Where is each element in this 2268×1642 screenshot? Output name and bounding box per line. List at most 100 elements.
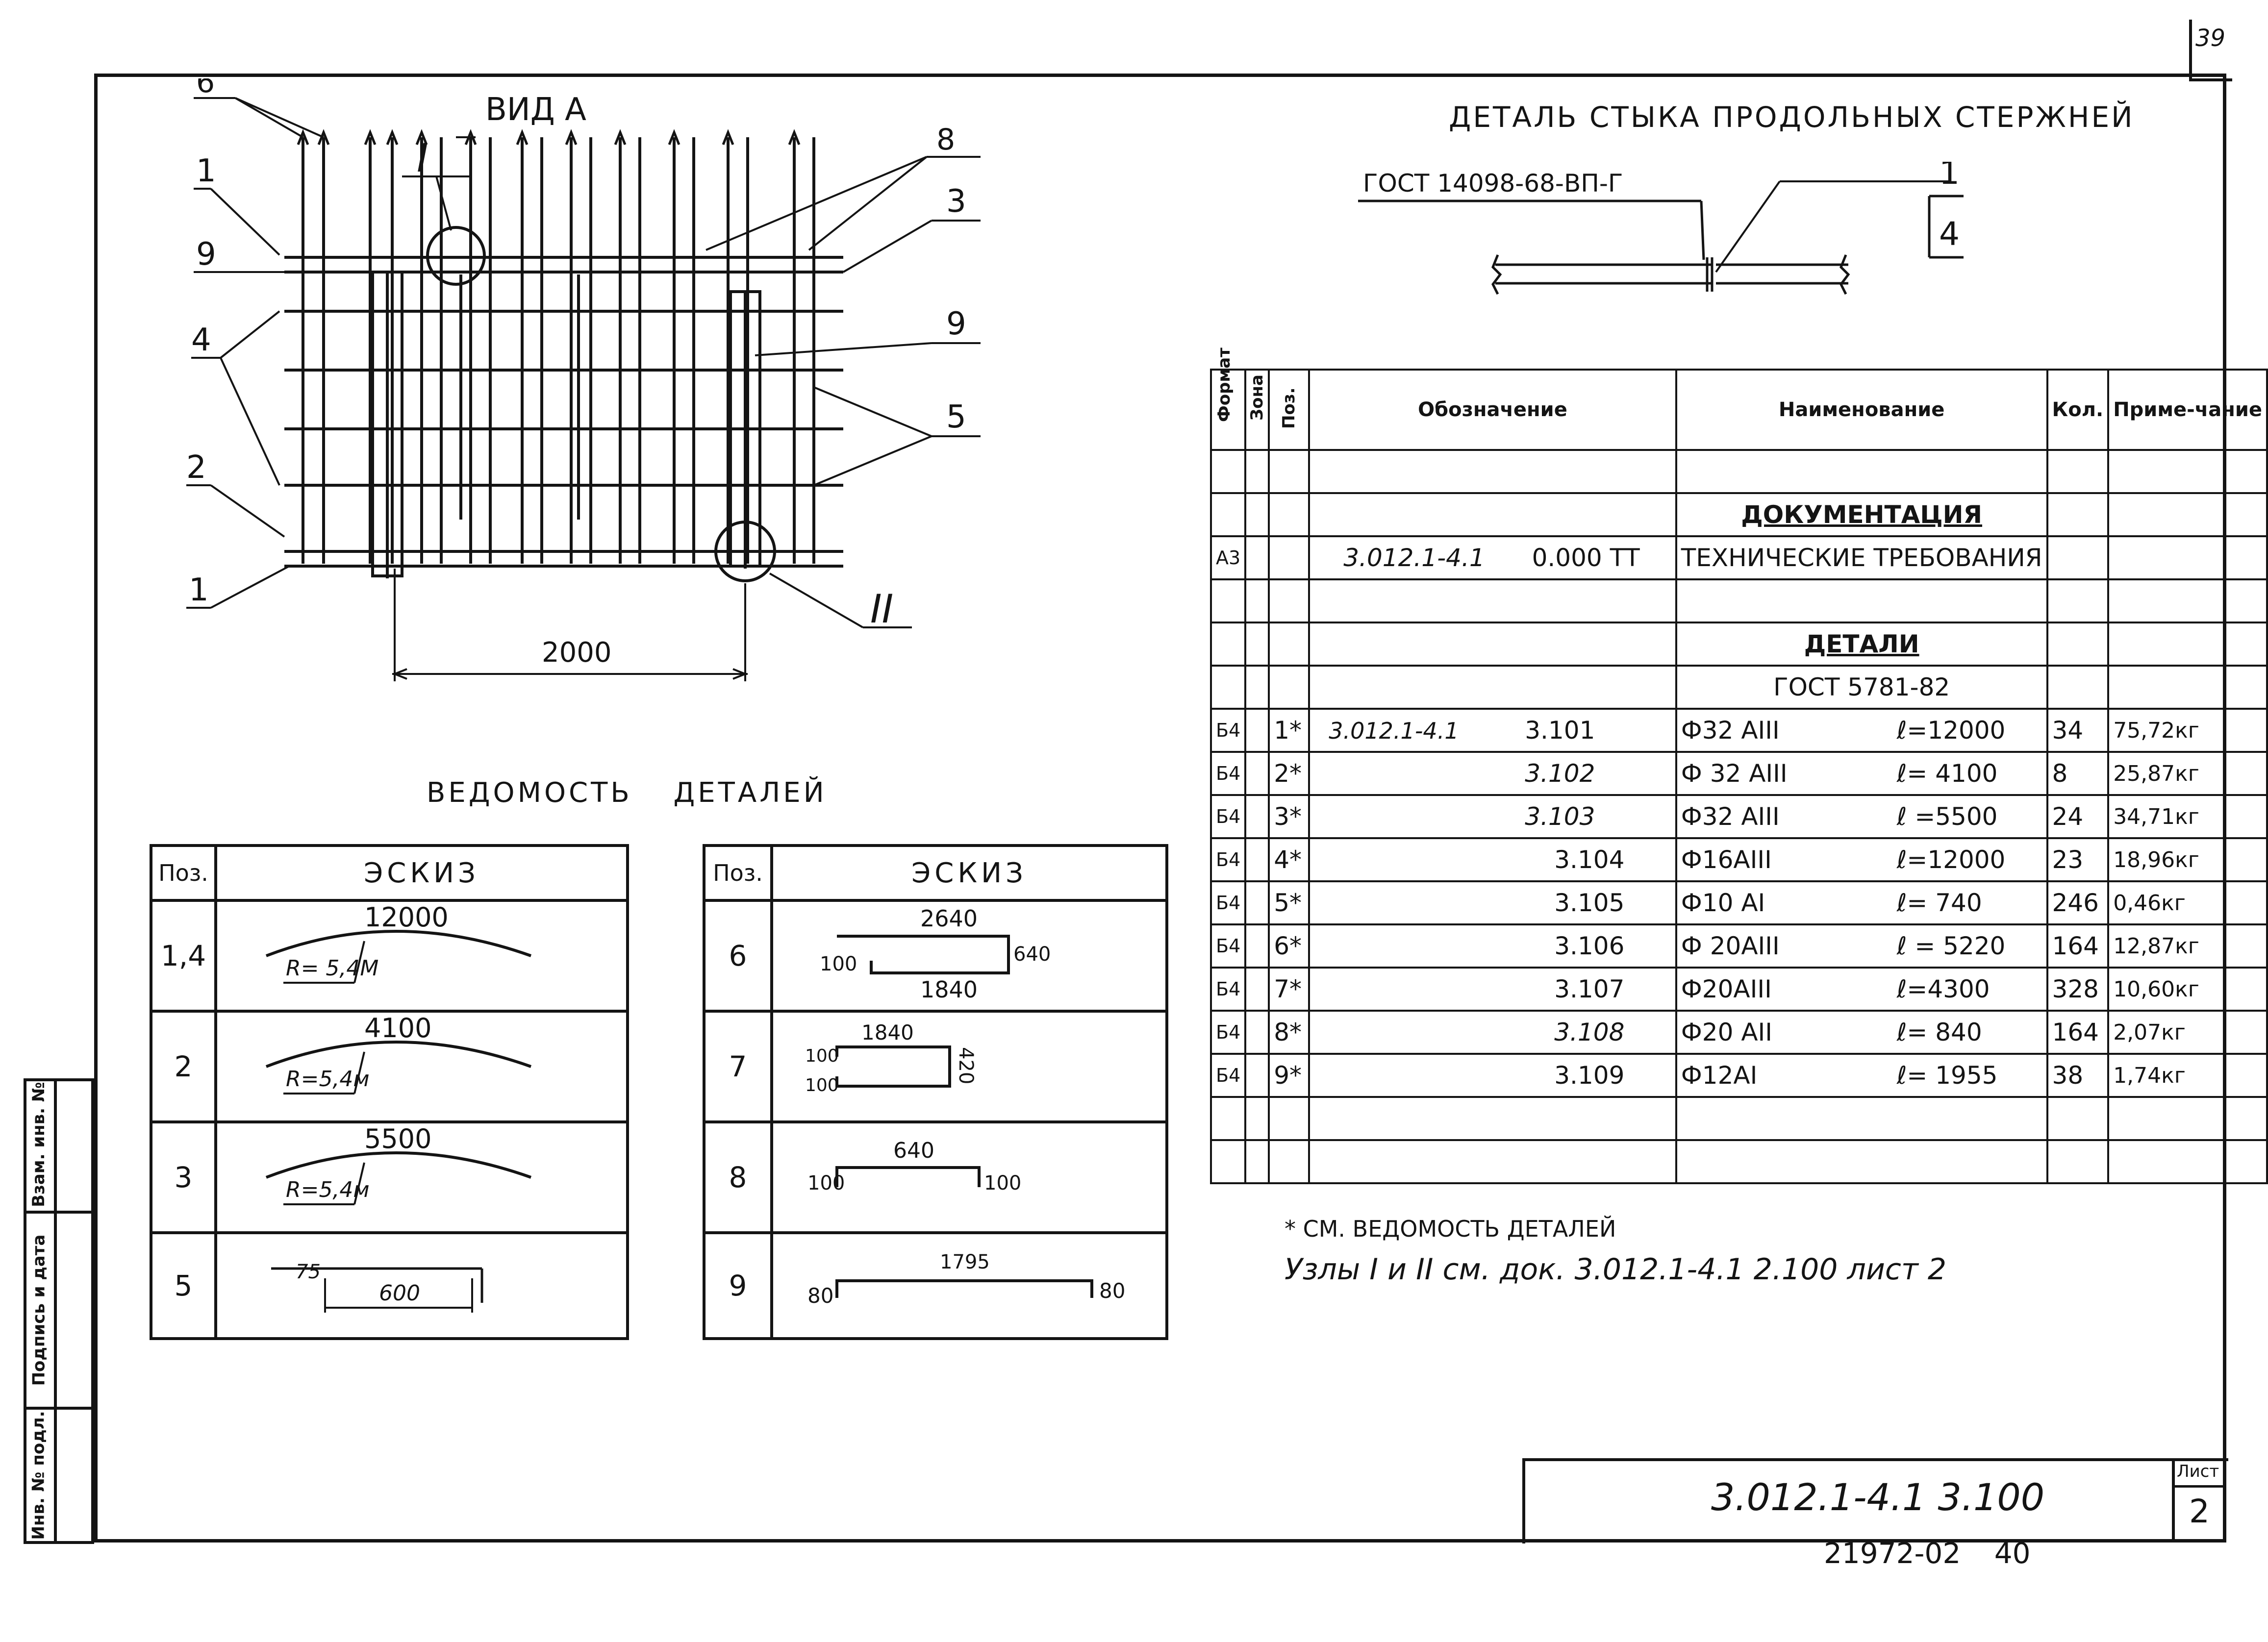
row-length: ℓ=12000 xyxy=(1896,846,2006,874)
row-zone xyxy=(1244,923,1270,969)
row-pos: 7* xyxy=(1268,967,1310,1012)
row-note: 75,72кг xyxy=(2107,708,2268,753)
label-pos-9-right: 9 xyxy=(946,306,966,342)
row-length: ℓ=4300 xyxy=(1896,975,1990,1003)
row-qty: 8 xyxy=(2046,751,2110,796)
row-note: 34,71кг xyxy=(2107,794,2268,839)
vertical-bars xyxy=(302,137,815,564)
row-pos: 9* xyxy=(1268,1053,1310,1098)
sketch-length: 600 xyxy=(379,1281,420,1306)
row-designation-b: 3.107 xyxy=(1554,975,1625,1003)
sketch-left: 100 xyxy=(807,1172,845,1194)
sketch-pos: 7 xyxy=(703,1010,773,1123)
row-zone xyxy=(1244,837,1270,882)
sk-right-header-pos: Поз. xyxy=(703,844,773,902)
title-block-sheet-line xyxy=(2172,1485,2226,1488)
doc-designation-a: 3.012.1-4.1 xyxy=(1343,544,1485,572)
sk-left-header-sketch: ЭСКИЗ xyxy=(214,844,629,902)
sk-left-header: Поз. ЭСКИЗ xyxy=(150,844,629,902)
spec-empty-row xyxy=(1210,578,2268,623)
row-zone xyxy=(1244,967,1270,1012)
stamp-strip xyxy=(24,1078,94,1544)
stamp-replaces-inv: Взам. инв. № xyxy=(29,1082,49,1207)
spec-section-docs-row: ДОКУМЕНТАЦИЯ xyxy=(1210,492,2268,537)
row-designation: 3.107 xyxy=(1308,967,1677,1012)
row-bar-grade: Ф20АIII xyxy=(1681,975,1772,1003)
joint-detail-title: ДЕТАЛЬ СТЫКА ПРОДОЛЬНЫХ СТЕРЖНЕЙ xyxy=(1449,100,2135,134)
label-pos-8: 8 xyxy=(936,123,955,157)
row-pos: 3* xyxy=(1268,794,1310,839)
stamp-inv-original: Инв. № подл. xyxy=(29,1411,49,1540)
row-bar-grade: Ф 32 АIII xyxy=(1681,759,1788,788)
joint-detail-drawing: 1 4 xyxy=(1358,162,1964,295)
row-length: ℓ = 5220 xyxy=(1896,932,2006,960)
row-qty: 24 xyxy=(2046,794,2110,839)
sketch-left: 100 xyxy=(820,953,857,975)
label-pos-5: 5 xyxy=(946,399,966,435)
row-pos: 6* xyxy=(1268,923,1310,969)
row-format: Б4 xyxy=(1210,1010,1247,1055)
row-length: ℓ =5500 xyxy=(1896,802,1998,831)
joint-callout-top: 1 xyxy=(1939,162,1960,192)
row-pos: 4* xyxy=(1268,837,1310,882)
row-designation: 3.102 xyxy=(1308,751,1677,796)
row-designation-a: 3.012.1-4.1 xyxy=(1329,718,1459,744)
row-designation-b: 3.109 xyxy=(1554,1061,1625,1090)
row-bar-grade: Ф16АIII xyxy=(1681,846,1772,874)
row-bar-grade: Ф32 АIII xyxy=(1681,716,1780,745)
view-a-dimension: 2000 xyxy=(542,637,612,669)
row-designation-b: 3.104 xyxy=(1554,846,1625,874)
row-zone xyxy=(1244,794,1270,839)
doc-designation-b: 0.000 ТТ xyxy=(1532,544,1640,572)
row-designation-b: 3.105 xyxy=(1554,889,1625,917)
section-docs-title: ДОКУМЕНТАЦИЯ xyxy=(1675,492,2048,537)
sketch-pos: 8 xyxy=(703,1120,773,1234)
row-pos: 1* xyxy=(1268,708,1310,753)
hdr-format: Формат xyxy=(1210,348,1247,451)
doc-format: А3 xyxy=(1210,535,1247,580)
spec-empty-row xyxy=(1210,449,2268,494)
doc-designation: 3.012.1-4.1 0.000 ТТ xyxy=(1308,535,1677,580)
label-node-1: I xyxy=(417,135,428,181)
row-bar-grade: Ф12АI xyxy=(1681,1061,1758,1090)
row-qty: 38 xyxy=(2046,1053,2110,1098)
archive-page: 40 xyxy=(1994,1537,2031,1570)
archive-number: 21972-02 40 xyxy=(1824,1537,2031,1570)
row-length: ℓ= 840 xyxy=(1896,1018,1982,1046)
title-block-sheet-divider xyxy=(2172,1458,2175,1541)
spec-empty-row xyxy=(1210,1139,2268,1184)
sketch-right: 420 xyxy=(955,1047,977,1084)
label-pos-6: 6 xyxy=(196,78,215,100)
row-format: Б4 xyxy=(1210,1053,1247,1098)
doc-name: ТЕХНИЧЕСКИЕ ТРЕБОВАНИЯ xyxy=(1675,535,2048,580)
row-designation: 3.109 xyxy=(1308,1053,1677,1098)
row-format: Б4 xyxy=(1210,751,1247,796)
row-designation: 3.108 xyxy=(1308,1010,1677,1055)
sketch-radius: R= 5,4М xyxy=(286,956,378,981)
view-a-drawing: ВИД А 2000 6 1 9 4 2 1 8 3 9 5 I II xyxy=(186,78,981,681)
row-note: 0,46кг xyxy=(2107,880,2268,925)
row-zone xyxy=(1244,880,1270,925)
label-pos-3: 3 xyxy=(946,183,966,220)
hdr-zone: Зона xyxy=(1244,369,1270,451)
stamp-strip-lines xyxy=(24,1078,94,1544)
sketch-hook: 75 xyxy=(296,1261,321,1283)
label-pos-2: 2 xyxy=(186,449,206,486)
sketch-length: 12000 xyxy=(364,902,449,933)
sketch-length: 4100 xyxy=(364,1013,431,1044)
sheet-label: Лист xyxy=(2177,1462,2219,1481)
